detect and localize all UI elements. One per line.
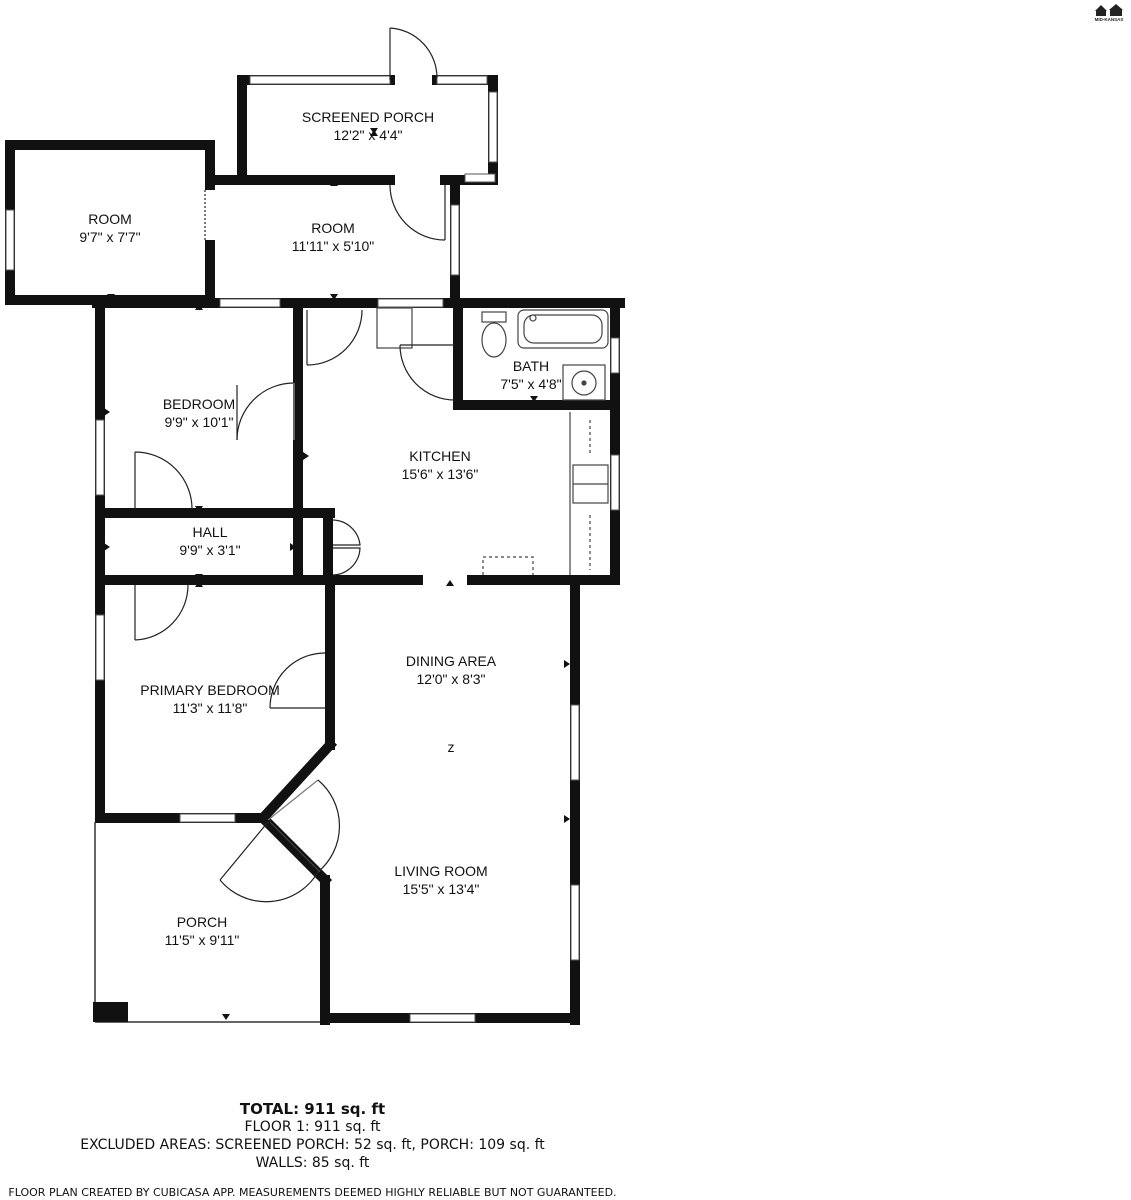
- windows: [5, 75, 620, 1023]
- porch-outline: [94, 822, 320, 1023]
- room-labels: SCREENED PORCH 12'2" x 4'4" ROOM 9'7" x …: [79, 109, 561, 948]
- room-label-screened-porch: SCREENED PORCH: [302, 109, 434, 125]
- house-logo-icon: MID-KANSAS: [1095, 4, 1124, 22]
- room-dims-room-left: 9'7" x 7'7": [79, 229, 140, 245]
- disclaimer: FLOOR PLAN CREATED BY CUBICASA APP. MEAS…: [8, 1186, 617, 1199]
- room-label-dining-area: DINING AREA: [406, 653, 497, 669]
- room-dims-primary-bedroom: 11'3" x 11'8": [173, 700, 248, 716]
- toilet-bowl: [481, 322, 507, 358]
- floor-plan: z SCREENED PORCH 12'2" x 4'4" ROOM 9'7" …: [5, 27, 625, 1025]
- room-label-hall: HALL: [192, 524, 227, 540]
- room-dims-living-room: 15'5" x 13'4": [403, 881, 480, 897]
- room-dims-screened-porch: 12'2" x 4'4": [334, 127, 403, 143]
- room-label-living-room: LIVING ROOM: [394, 863, 487, 879]
- room-label-porch: PORCH: [177, 914, 228, 930]
- doors: [134, 27, 456, 903]
- toilet-tank: [481, 311, 507, 323]
- bath-fixtures: [481, 309, 609, 401]
- room-label-room-left: ROOM: [88, 211, 132, 227]
- room-label-kitchen: KITCHEN: [409, 448, 470, 464]
- room-dims-bedroom: 9'9" x 10'1": [165, 414, 234, 430]
- room-dims-hall: 9'9" x 3'1": [179, 542, 240, 558]
- room-dims-room-middle: 11'11" x 5'10": [292, 238, 375, 254]
- room-dims-bath: 7'5" x 4'8": [500, 376, 561, 392]
- svg-text:MID-KANSAS: MID-KANSAS: [1095, 17, 1124, 22]
- dimension-ticks: [104, 128, 570, 1020]
- room-label-bedroom: BEDROOM: [163, 396, 235, 412]
- brand-logo: MID-KANSAS: [1093, 2, 1125, 24]
- kitchen-fixtures: [482, 412, 609, 575]
- room-dims-dining-area: 12'0" x 8'3": [417, 671, 486, 687]
- floor-area: FLOOR 1: 911 sq. ft: [244, 1119, 381, 1135]
- excluded-areas: EXCLUDED AREAS: SCREENED PORCH: 52 sq. f…: [80, 1137, 545, 1153]
- room-label-bath: BATH: [513, 358, 549, 374]
- walls-area: WALLS: 85 sq. ft: [255, 1155, 370, 1171]
- room-dims-porch: 11'5" x 9'11": [165, 932, 240, 948]
- porch-post: [93, 1002, 128, 1022]
- room-label-primary-bedroom: PRIMARY BEDROOM: [140, 682, 280, 698]
- north-marker: z: [448, 739, 455, 755]
- area-summary: TOTAL: 911 sq. ft FLOOR 1: 911 sq. ft EX…: [0, 1100, 625, 1172]
- total-area: TOTAL: 911 sq. ft: [239, 1100, 386, 1118]
- room-dims-kitchen: 15'6" x 13'6": [402, 466, 479, 482]
- room-label-room-middle: ROOM: [311, 220, 355, 236]
